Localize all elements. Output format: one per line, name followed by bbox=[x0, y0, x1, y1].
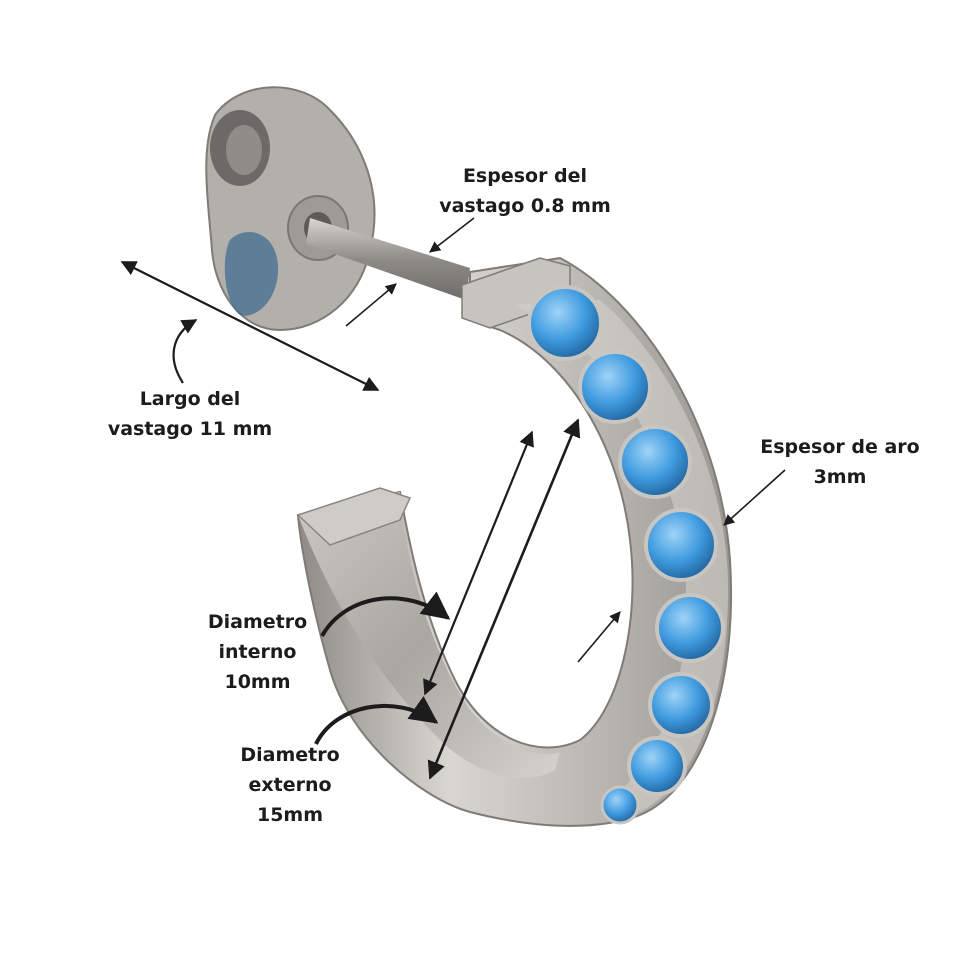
label-line: Diametro bbox=[207, 611, 308, 633]
curve-diametro-interno bbox=[320, 591, 451, 637]
label-line: Largo del bbox=[139, 388, 241, 410]
pointer-espesor-vastago bbox=[429, 217, 475, 253]
label-line: Espesor del bbox=[462, 165, 588, 187]
label-line: vastago 11 mm bbox=[107, 418, 273, 440]
curve-largo-vastago bbox=[172, 319, 198, 384]
label-line: 15mm bbox=[256, 804, 324, 826]
pointer-inner-face bbox=[577, 611, 621, 663]
gem-row bbox=[527, 285, 725, 825]
label-line: interno bbox=[218, 641, 297, 663]
earring-clutch bbox=[205, 86, 376, 332]
arrow-diametro-externo bbox=[427, 418, 581, 780]
label-line: Diametro bbox=[240, 744, 340, 766]
label-line: 3mm bbox=[813, 466, 867, 488]
earring-post bbox=[306, 218, 470, 300]
label-diametro-externo: Diametro externo 15mm bbox=[215, 740, 365, 830]
label-line: vastago 0.8 mm bbox=[439, 195, 611, 217]
label-diametro-interno: Diametro interno 10mm bbox=[185, 607, 330, 697]
label-line: Espesor de aro bbox=[760, 436, 920, 458]
curve-diametro-externo bbox=[314, 696, 439, 745]
label-largo-vastago: Largo del vastago 11 mm bbox=[95, 384, 285, 444]
arrow-diametro-interno bbox=[423, 430, 534, 696]
annotation-lines bbox=[120, 217, 786, 780]
pointer-espesor-aro bbox=[723, 469, 786, 526]
label-line: 10mm bbox=[224, 671, 291, 693]
label-espesor-aro: Espesor de aro 3mm bbox=[745, 432, 935, 492]
arrow-largo-vastago bbox=[120, 261, 380, 391]
label-espesor-vastago: Espesor del vastago 0.8 mm bbox=[420, 161, 630, 221]
label-line: externo bbox=[248, 774, 332, 796]
